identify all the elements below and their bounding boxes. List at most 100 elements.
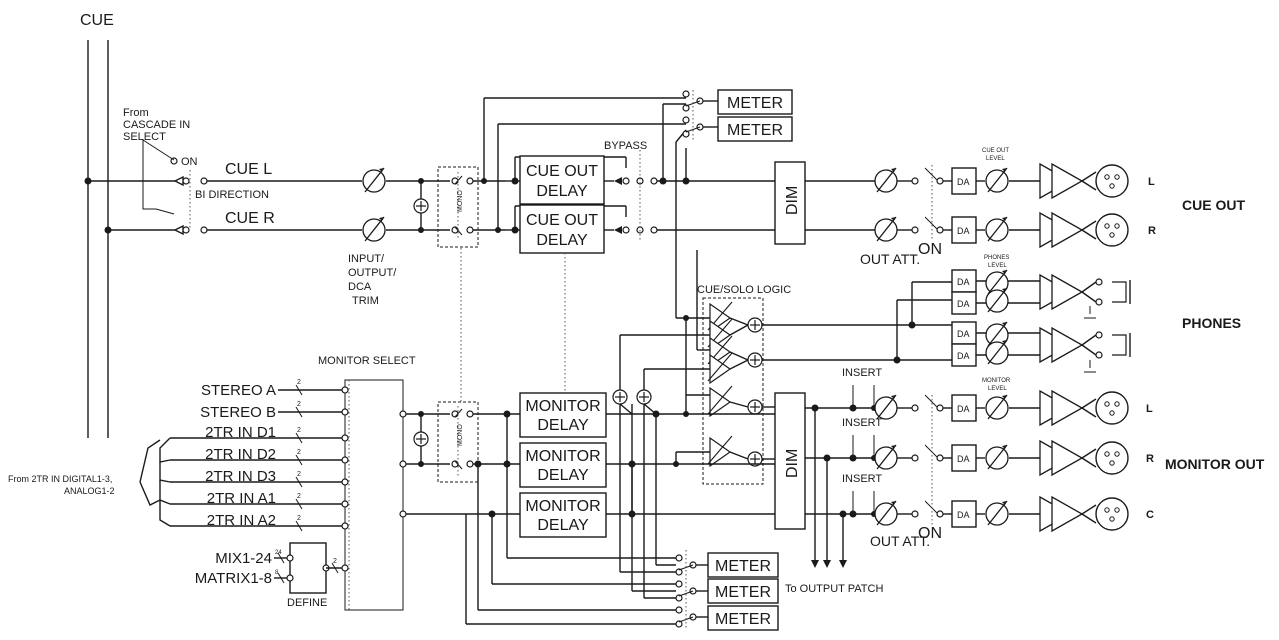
input-trim-label-4: TRIM (352, 295, 379, 307)
phones-amp-2 (1039, 327, 1083, 363)
cue-l-label: CUE L (225, 161, 272, 178)
cue-title: CUE (80, 12, 114, 29)
monitor-delay-c: MONITOR DELAY (519, 492, 607, 538)
ch-count-define: 2 (333, 558, 337, 565)
cue-amp-r (1039, 212, 1083, 248)
monitor-select-switch[interactable] (341, 379, 407, 611)
insert-label-2: INSERT (842, 417, 882, 429)
on-label: ON (181, 156, 198, 168)
da-phones-1: DA (957, 277, 970, 287)
cue-out-chain (805, 165, 1097, 244)
cue-to-dim (657, 90, 775, 318)
xlr-mon-r-icon (1095, 441, 1129, 475)
dim-monitor-label: DIM (784, 449, 801, 478)
input-trim-label-3: DCA (348, 281, 372, 293)
meter-cue-2-label: METER (727, 122, 783, 139)
monitor-delay-l-line1: MONITOR (525, 398, 600, 415)
bi-direction-label: BI DIRECTION (195, 189, 269, 201)
phones-amp-1 (1039, 274, 1083, 310)
ch-count-4: 2 (297, 449, 301, 456)
cue-out-level-knob-l[interactable] (985, 167, 1009, 193)
mon-out-r-label: R (1146, 453, 1154, 465)
out-att-knob-cue-r[interactable] (874, 216, 898, 242)
monitor-level-knob-l[interactable] (985, 394, 1009, 420)
out-att-label-cue: OUT ATT. (860, 251, 920, 267)
dim-cue-label: DIM (784, 186, 801, 215)
phones-jack-1-icon (1111, 279, 1131, 305)
xlr-mon-l-icon (1095, 391, 1129, 425)
da-cue-l: DA (957, 177, 970, 187)
input-2tr-d1: 2TR IN D1 (205, 424, 276, 441)
insert-label-3: INSERT (842, 473, 882, 485)
ch-count-mix: 24 (275, 550, 282, 556)
out-att-knob-cue-l[interactable] (874, 167, 898, 193)
cue-out-delay-l-line1: CUE OUT (526, 163, 598, 180)
mon-amp-l (1039, 390, 1083, 426)
ch-count-3: 2 (297, 427, 301, 434)
monitor-level-label-2: LEVEL (988, 386, 1007, 392)
cue-solo-logic-label: CUE/SOLO LOGIC (697, 284, 791, 296)
mono-label-monitor: MONO (457, 424, 464, 446)
dim-monitor: DIM (774, 392, 806, 530)
monitor-delay-r-line1: MONITOR (525, 448, 600, 465)
mono-switch-cue[interactable] (413, 97, 686, 248)
input-trim-knob-l[interactable] (362, 167, 386, 193)
da-phones-4: DA (957, 351, 970, 361)
cue-out-r-label: R (1148, 225, 1156, 237)
cue-bus (87, 40, 109, 438)
monitor-out-title: MONITOR OUT (1165, 456, 1265, 472)
meter-cue-1: METER (717, 89, 793, 115)
meter-monitor-1-label: METER (715, 558, 771, 575)
define-block (274, 542, 345, 594)
matrix-label: MATRIX1-8 (195, 570, 272, 587)
monitor-meter-taps (465, 334, 710, 630)
input-stereo-b: STEREO B (200, 404, 276, 421)
cue-out-level-knob-r[interactable] (985, 216, 1009, 242)
input-trim-label-2: OUTPUT/ (348, 267, 397, 279)
insert-label-1: INSERT (842, 367, 882, 379)
xlr-mon-c-icon (1095, 497, 1129, 531)
cue-out-level-label-2: LEVEL (986, 156, 1005, 162)
monitor-to-dim (606, 389, 775, 518)
monitor-delay-c-line2: DELAY (537, 517, 589, 534)
mono-switch-monitor[interactable] (406, 248, 520, 515)
monitor-level-knob-r[interactable] (985, 444, 1009, 470)
ch-count-6: 2 (297, 493, 301, 500)
meter-cue-1-label: METER (727, 95, 783, 112)
meter-monitor-2: METER (707, 578, 779, 604)
out-att-knob-mon-l[interactable] (874, 394, 898, 420)
bypass-label: BYPASS (604, 140, 647, 152)
xlr-cue-l-icon (1095, 164, 1129, 198)
cue-amp-l (1039, 163, 1083, 199)
cue-out-l-label: L (1148, 176, 1155, 188)
da-phones-2: DA (957, 299, 970, 309)
monitor-level-label-1: MONITOR (982, 378, 1011, 384)
monitor-delay-l-line2: DELAY (537, 417, 589, 434)
input-stereo-a: STEREO A (201, 382, 276, 399)
cue-out-title: CUE OUT (1182, 197, 1245, 213)
cue-out-delay-r: CUE OUT DELAY (505, 204, 658, 254)
mon-out-l-label: L (1146, 403, 1153, 415)
input-trim-knob-r[interactable] (362, 216, 386, 242)
dim-cue: DIM (774, 161, 806, 245)
monitor-delay-r-line2: DELAY (537, 467, 589, 484)
cue-out-delay-l: CUE OUT DELAY (505, 155, 658, 205)
input-2tr-d2: 2TR IN D2 (205, 446, 276, 463)
cue-solo-logic (676, 250, 764, 485)
ch-count-matrix: 8 (275, 570, 279, 576)
out-att-knob-mon-c[interactable] (874, 500, 898, 526)
out-att-label-mon: OUT ATT. (870, 533, 930, 549)
monitor-level-knob-c[interactable] (985, 500, 1009, 526)
from-cascade-label-2: CASCADE IN (123, 119, 190, 131)
mon-amp-c (1039, 496, 1083, 532)
input-2tr-a2: 2TR IN A2 (207, 512, 276, 529)
mono-label-cue: MONO (457, 190, 464, 212)
define-label: DEFINE (287, 597, 327, 609)
ch-count-2: 2 (297, 401, 301, 408)
da-mon-r: DA (957, 454, 970, 464)
da-phones-3: DA (957, 329, 970, 339)
out-att-knob-mon-r[interactable] (874, 444, 898, 470)
monitor-delay-l: MONITOR DELAY (519, 392, 607, 438)
meter-cue-2: METER (717, 116, 793, 142)
